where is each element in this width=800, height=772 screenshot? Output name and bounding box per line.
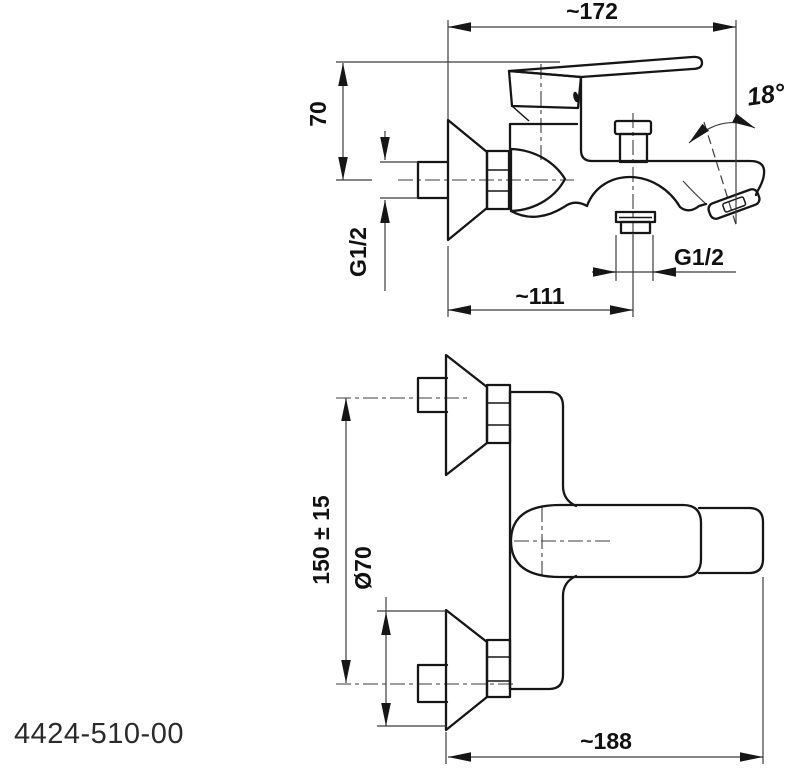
inlet-pipe	[416, 376, 449, 414]
hex-nut-facets	[487, 169, 509, 192]
dim-spout-angle: 18°	[688, 78, 788, 144]
hex-nut-facets	[487, 656, 510, 682]
outlet-pipe	[619, 220, 652, 235]
angle-arc	[688, 113, 756, 144]
dim-label-escutcheon-diameter: Ø70	[350, 546, 376, 589]
lever-handle-blade	[507, 55, 704, 79]
lower-wall-connection	[416, 608, 512, 732]
handle-screw	[573, 91, 579, 103]
dim-label-spout-angle: 18°	[745, 78, 787, 111]
product-code-label: 4424-510-00	[14, 718, 184, 750]
body-top-edge	[508, 122, 579, 151]
body-column-upper	[508, 390, 578, 691]
dim-label-overall-width: ~172	[566, 0, 618, 24]
dim-escutcheon-diameter: Ø70	[350, 546, 446, 727]
hex-nut	[485, 149, 511, 211]
dim-handle-height: 70	[305, 61, 560, 181]
upper-wall-connection	[416, 353, 512, 477]
dim-overall-depth: ~188	[445, 577, 764, 764]
ext-lines	[377, 610, 446, 727]
wall-connection-side	[416, 118, 567, 242]
hex-nut-facets	[487, 402, 510, 426]
body-underside	[509, 175, 708, 218]
escutcheon-cone	[444, 608, 489, 732]
inlet-pipe	[416, 663, 449, 704]
ext-lines	[380, 161, 418, 199]
escutcheon-cone	[444, 353, 489, 477]
dim-label-handle-height: 70	[305, 101, 331, 127]
dim-inlet-spacing: 150 ± 15	[308, 398, 351, 683]
dim-label-inlet-thread: G1/2	[345, 227, 371, 277]
hex-nut	[485, 638, 512, 699]
ext-lines	[615, 235, 654, 281]
lever-handle-neck	[507, 69, 583, 110]
tub-spout	[682, 180, 761, 220]
spout-curve	[682, 180, 706, 204]
body-cap-and-deck	[579, 75, 766, 197]
dim-label-outlet-thread: G1/2	[674, 244, 724, 270]
dim-inlet-thread: G1/2	[345, 131, 418, 291]
shower-outlet	[614, 210, 657, 235]
spout-nozzle	[707, 188, 761, 220]
dim-label-inlet-spacing: 150 ± 15	[308, 495, 334, 585]
body-inlet-boss	[509, 147, 567, 213]
mixer-body-front	[508, 390, 765, 691]
dim-overall-width: ~172	[447, 0, 737, 224]
mixer-body-side	[507, 55, 766, 218]
dim-wall-to-outlet: ~111	[447, 233, 634, 317]
hex-nut	[485, 383, 512, 445]
lever-handle-hub	[509, 503, 703, 579]
neck-edge-line	[511, 105, 530, 122]
dim-label-wall-to-outlet: ~111	[515, 283, 564, 309]
diverter-knob-stem	[618, 132, 649, 164]
lever-handle-end-cap	[697, 506, 765, 575]
dim-label-overall-depth: ~188	[580, 728, 632, 754]
dim-outlet-thread: G1/2	[592, 235, 736, 281]
body-column-lower	[508, 574, 578, 691]
inlet-pipe	[416, 160, 450, 200]
side-view: ~172 70 G1/2 G1/2 ~11	[305, 0, 788, 317]
front-view: 150 ± 15 Ø70 ~188	[308, 353, 765, 764]
